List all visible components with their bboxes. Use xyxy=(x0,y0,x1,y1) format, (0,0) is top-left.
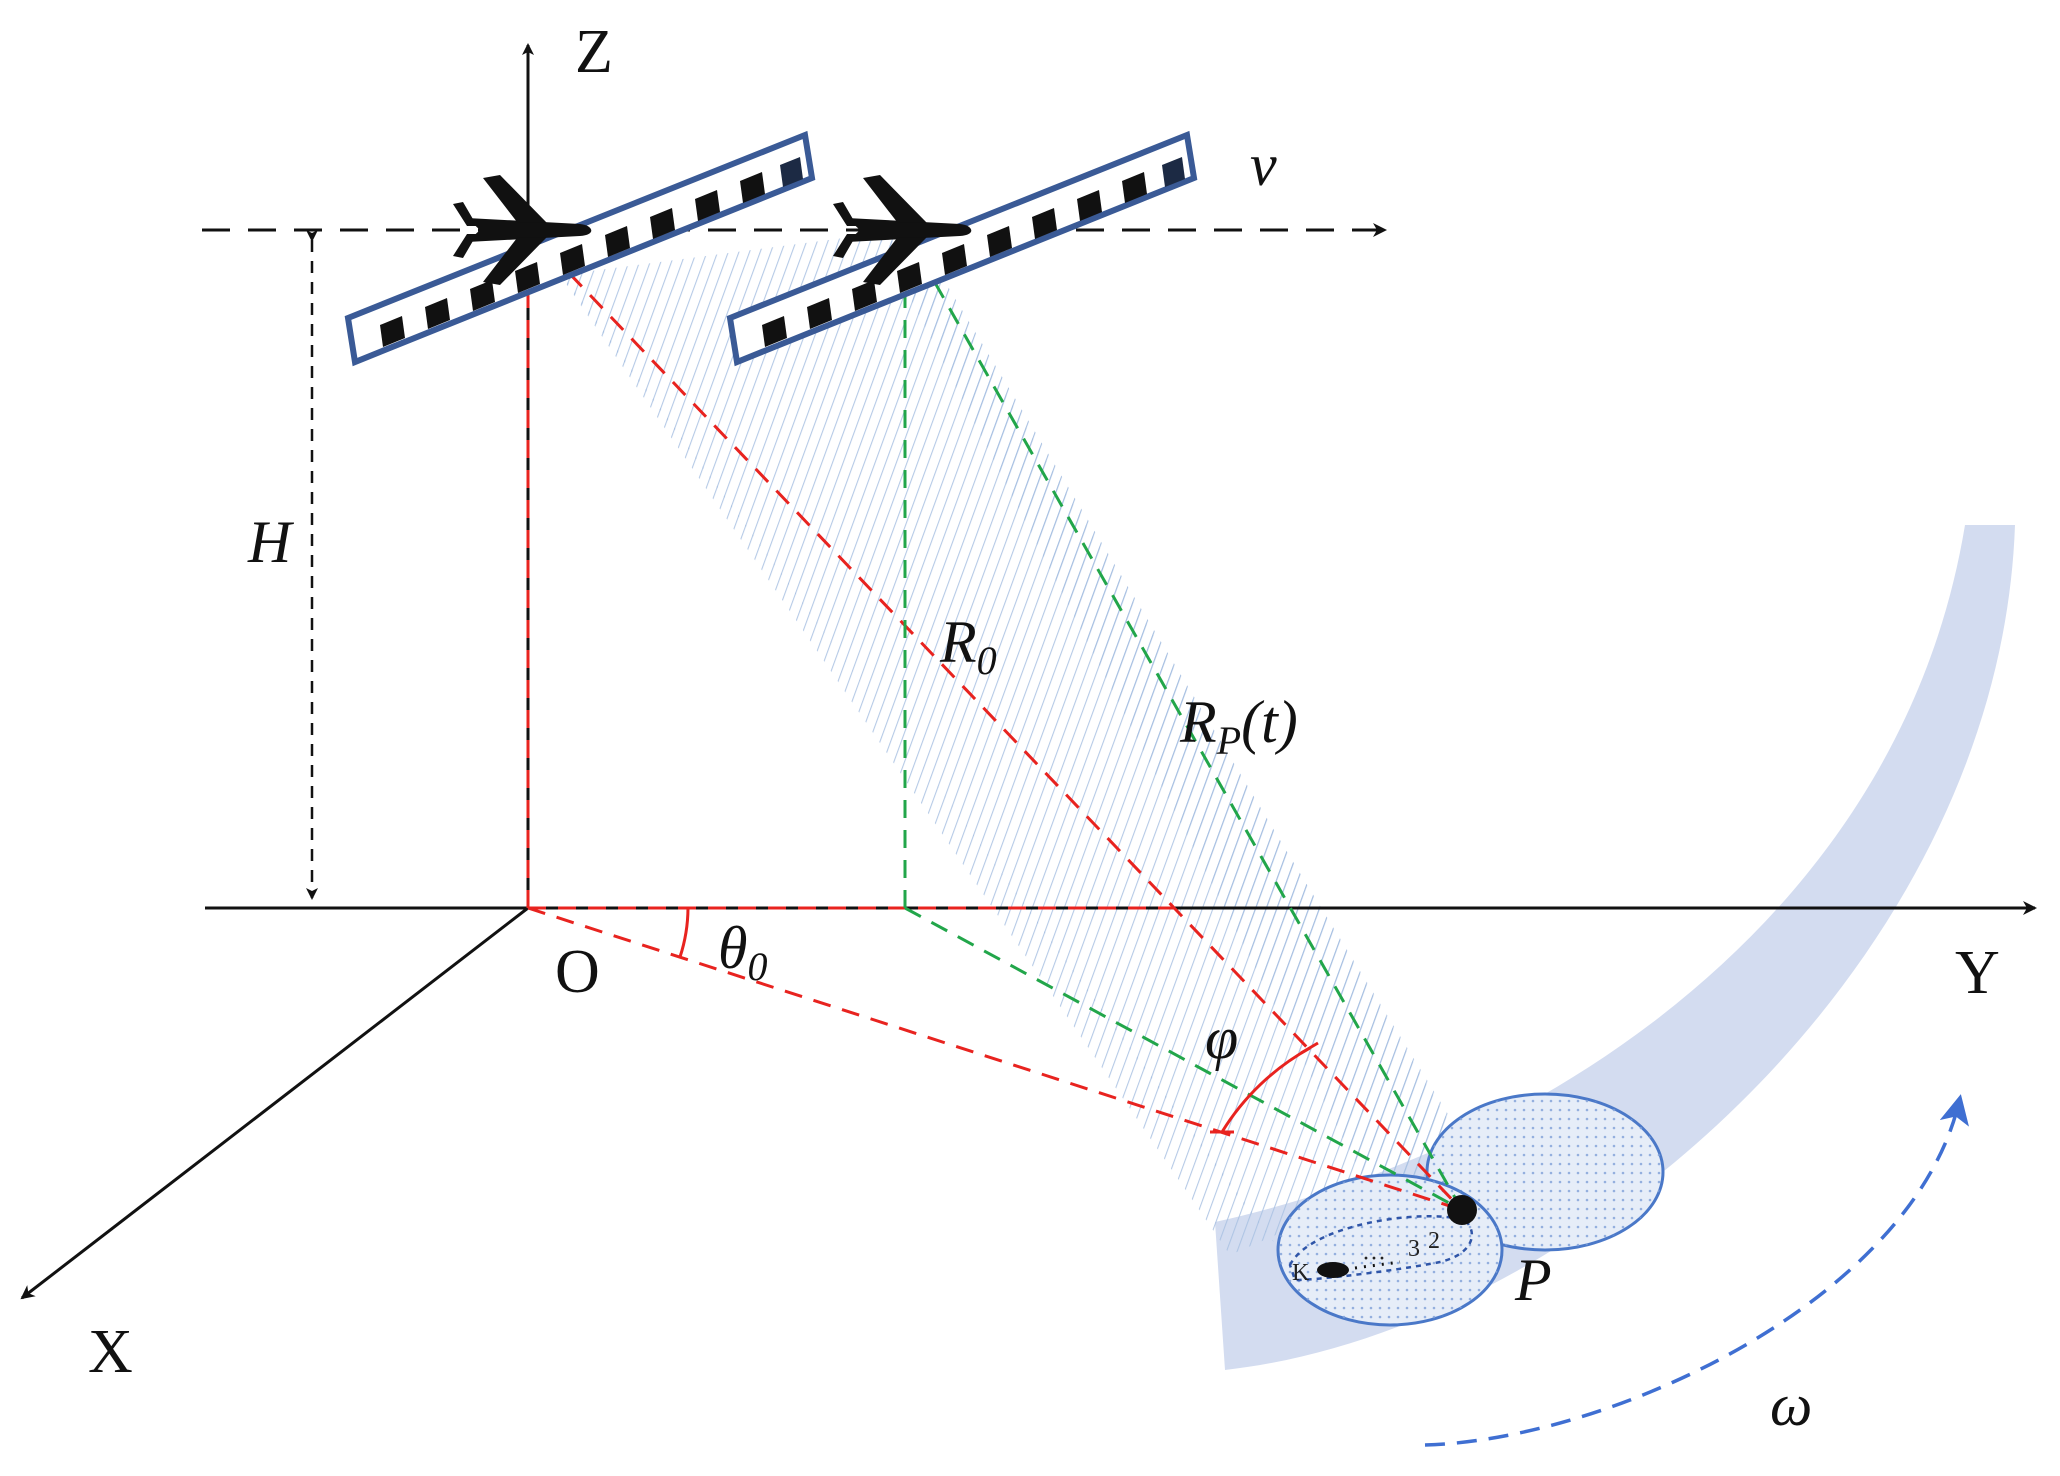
antenna-array-left xyxy=(344,130,816,367)
omega-label: ω xyxy=(1770,1372,1812,1438)
footprint-ellipse-left-dots xyxy=(1278,1175,1502,1325)
y-axis-label: Y xyxy=(1955,939,2000,1007)
green-geometry xyxy=(903,229,1464,1212)
range-p-suffix: (t) xyxy=(1241,689,1298,755)
beam-3-label: 3 xyxy=(1408,1236,1420,1262)
range-p-base: R xyxy=(1179,689,1217,755)
antenna-array-right xyxy=(726,130,1198,367)
beam-k-dot xyxy=(1317,1262,1349,1278)
height-label: H xyxy=(247,509,295,575)
phi-tick-right xyxy=(1300,1041,1319,1055)
aircraft-icon xyxy=(453,175,592,285)
z-axis-label: Z xyxy=(575,18,613,86)
footprint-inner-ring xyxy=(1288,1214,1474,1282)
x-axis-label: X xyxy=(88,1318,133,1386)
range-p-sub: P xyxy=(1216,718,1241,763)
slant-range-sub: 0 xyxy=(977,638,997,683)
theta-angle-arc xyxy=(678,907,690,958)
slant-range-base: R xyxy=(939,609,977,675)
beam-dot-trail xyxy=(1354,1260,1401,1270)
beam-dots-label: ··· xyxy=(1362,1246,1386,1272)
beam-k-label: K xyxy=(1292,1260,1310,1286)
point-p-label: P xyxy=(1514,1247,1552,1313)
theta-sub: 0 xyxy=(747,944,767,989)
theta-base: θ xyxy=(718,915,747,981)
range-p-label: RP(t) xyxy=(1179,689,1298,763)
velocity-label: v xyxy=(1250,132,1277,198)
slant-range-label: R0 xyxy=(939,609,997,683)
origin-label: O xyxy=(555,938,600,1006)
target-point xyxy=(1447,1195,1477,1225)
beam-2-label: 2 xyxy=(1428,1228,1440,1254)
red-geometry xyxy=(526,228,1464,1212)
theta-label: θ0 xyxy=(718,915,767,989)
phi-label: φ xyxy=(1205,1005,1238,1071)
x-axis xyxy=(20,906,529,1300)
phi-angle-arc xyxy=(1220,1046,1311,1133)
aircraft-icon xyxy=(833,175,972,285)
omega-rotation-arrow xyxy=(1424,1094,1969,1447)
